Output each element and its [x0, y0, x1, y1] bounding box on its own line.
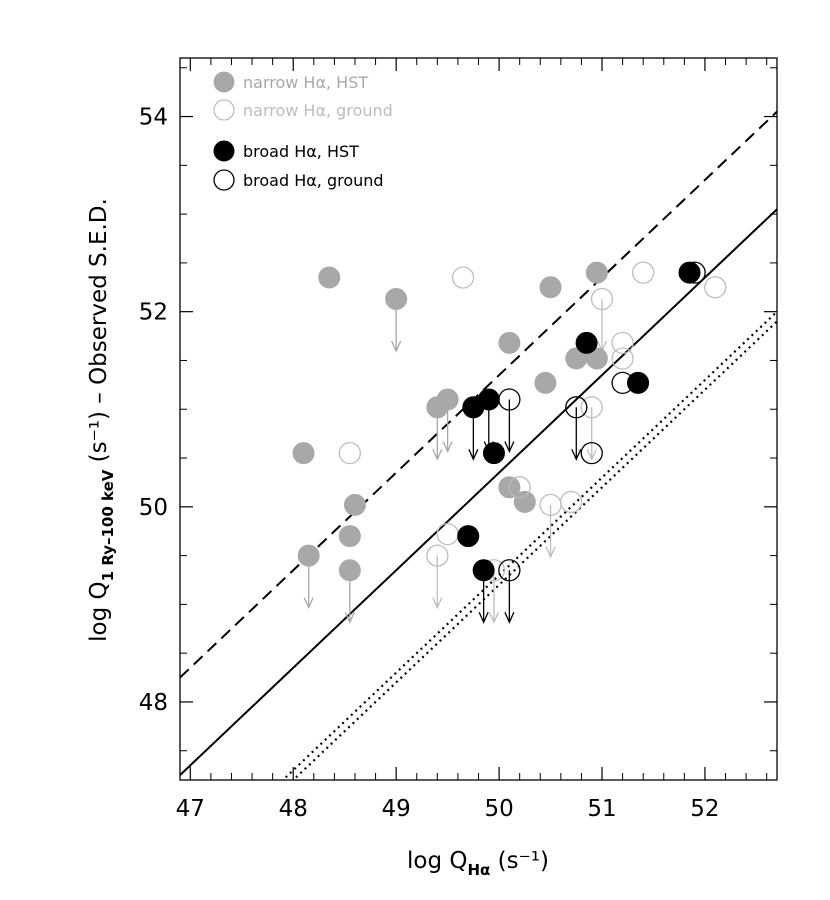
x-tick-label: 51	[587, 796, 616, 822]
data-point	[632, 261, 655, 284]
legend-marker	[213, 99, 235, 121]
data-point	[338, 525, 361, 548]
data-point	[472, 559, 495, 582]
y-tick-label: 50	[139, 495, 168, 521]
data-point	[678, 261, 701, 284]
upper-limit-arrows	[303, 298, 608, 624]
data-point	[580, 396, 603, 419]
data-point	[318, 266, 341, 289]
data-point	[508, 476, 531, 499]
data-point	[297, 544, 320, 567]
legend: narrow Hα, HST narrow Hα, ground broad Hα,…	[213, 71, 393, 191]
upper-limit-arrowhead	[504, 441, 515, 454]
data-point	[585, 347, 608, 370]
data-point	[338, 559, 361, 582]
upper-limit-arrowhead	[478, 611, 489, 624]
data-point	[436, 388, 459, 411]
reference-line-solid	[180, 208, 777, 776]
upper-limit-arrowhead	[468, 449, 479, 461]
data-point	[590, 287, 614, 311]
data-point	[338, 441, 361, 465]
upper-limit-arrowhead	[504, 611, 515, 624]
upper-limit-arrowhead	[571, 449, 582, 461]
upper-limit-arrowhead	[586, 449, 597, 461]
reference-lines	[180, 110, 777, 780]
data-point	[683, 261, 706, 284]
legend-label: narrow Hα, HST	[243, 73, 368, 92]
x-tick-label: 50	[484, 796, 513, 822]
series-broad-h-hst	[457, 261, 701, 582]
upper-limit-arrowhead	[442, 441, 453, 454]
reference-line-dotted	[281, 310, 777, 780]
axis-ticks: 47 48 49 50 51 52 48 50 52 54	[139, 58, 777, 822]
data-point	[627, 371, 650, 394]
data-points	[292, 261, 727, 582]
upper-limit-arrowhead	[488, 611, 500, 624]
data-point	[580, 441, 603, 465]
data-point	[611, 331, 634, 355]
data-point	[498, 388, 521, 411]
series-broad-h-ground	[498, 261, 706, 582]
legend-label: narrow Hα, ground	[243, 101, 393, 120]
upper-limit-arrowhead	[545, 546, 556, 559]
data-point	[498, 331, 521, 354]
data-point	[565, 396, 588, 419]
data-point	[513, 490, 536, 513]
data-point	[559, 490, 583, 514]
legend-marker	[213, 71, 235, 93]
series-narrow-h-ground	[338, 261, 727, 582]
reference-line-dotted	[291, 320, 777, 780]
x-tick-label: 49	[382, 796, 411, 822]
upper-limit-arrowhead	[303, 597, 314, 610]
x-axis-label: log QHα (s⁻¹)	[407, 848, 549, 879]
upper-limit-arrowhead	[391, 340, 402, 353]
y-tick-label: 52	[139, 300, 168, 326]
legend-label: broad Hα, HST	[243, 142, 359, 161]
data-point	[343, 493, 366, 516]
data-point	[539, 276, 562, 299]
data-point	[385, 287, 408, 310]
data-point	[426, 544, 449, 567]
data-point	[477, 388, 500, 411]
data-point	[611, 347, 634, 370]
upper-limit-arrowhead	[432, 597, 443, 610]
data-point	[498, 559, 521, 582]
y-tick-label: 48	[139, 690, 168, 716]
x-tick-label: 52	[690, 796, 719, 822]
legend-marker	[213, 140, 235, 162]
data-point	[457, 525, 480, 548]
y-tick-label: 54	[139, 105, 168, 131]
legend-marker	[213, 169, 235, 191]
plot-frame	[179, 57, 778, 781]
y-axis-label: log Q1 Ry–100 keV (s⁻¹) – Observed S.E.D…	[86, 198, 117, 642]
upper-limit-arrowhead	[344, 611, 355, 624]
data-point	[482, 442, 505, 465]
upper-limit-arrowhead	[432, 449, 443, 461]
data-point	[704, 276, 727, 299]
legend-label: broad Hα, ground	[243, 171, 384, 190]
reference-line-dashed	[180, 110, 777, 679]
data-point	[451, 266, 475, 289]
x-tick-label: 47	[176, 796, 205, 822]
data-point	[585, 261, 608, 284]
series-narrow-h-hst	[292, 261, 608, 582]
data-point	[611, 371, 634, 395]
x-tick-label: 48	[279, 796, 308, 822]
data-point	[436, 522, 459, 546]
data-point	[534, 371, 557, 394]
data-point	[575, 331, 598, 354]
data-point	[292, 442, 315, 465]
